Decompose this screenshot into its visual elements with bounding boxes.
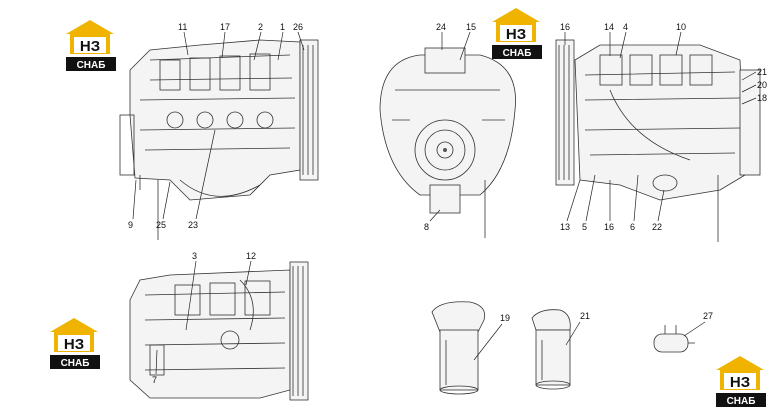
callout-label: 12 bbox=[246, 251, 256, 261]
logo-mark: НЗ bbox=[730, 374, 750, 391]
logo-mark: НЗ bbox=[506, 26, 526, 43]
callout-label: 13 bbox=[560, 222, 570, 232]
callout-label: 11 bbox=[178, 22, 187, 32]
callout-label: 23 bbox=[188, 220, 198, 230]
logo-caption-box bbox=[492, 45, 542, 59]
engine-view-lower bbox=[129, 261, 309, 401]
engine-view-rear bbox=[379, 47, 516, 238]
callout-label: 26 bbox=[293, 22, 303, 32]
logo-mark: НЗ bbox=[80, 38, 100, 55]
callout-label: 10 bbox=[676, 22, 686, 32]
logo-mark: НЗ bbox=[64, 336, 84, 353]
callout-label: 2 bbox=[258, 22, 263, 32]
logo-roof bbox=[716, 356, 764, 370]
callouts-view4: 3 12 7 bbox=[152, 251, 256, 385]
logo-bottom-left: НЗ СНАБ bbox=[50, 318, 100, 369]
logo-roof bbox=[66, 20, 114, 34]
callouts-view3: 16 14 4 10 21 20 18 13 5 16 6 22 bbox=[560, 22, 767, 232]
logo-top-center: НЗ СНАБ bbox=[492, 8, 542, 59]
callout-label: 27 bbox=[703, 311, 713, 321]
logo-bottom-right: НЗ СНАБ bbox=[716, 356, 766, 407]
callout-label: 15 bbox=[466, 22, 476, 32]
logo-window bbox=[74, 37, 106, 53]
logo-caption-box bbox=[66, 57, 116, 71]
logo-roof bbox=[50, 318, 98, 332]
logo-caption-box bbox=[716, 393, 766, 407]
callout-label: 21 bbox=[580, 311, 590, 321]
callout-label: 25 bbox=[156, 220, 166, 230]
logo-caption: СНАБ bbox=[503, 48, 532, 59]
callout-label: 9 bbox=[128, 220, 133, 230]
logo-caption: СНАБ bbox=[77, 60, 106, 71]
part-sensor-27 bbox=[653, 325, 695, 353]
engine-view-left-side bbox=[119, 39, 319, 240]
callout-label: 4 bbox=[623, 22, 628, 32]
engine-view-right-side bbox=[555, 39, 761, 242]
callout-label: 22 bbox=[652, 222, 662, 232]
callout-label: 7 bbox=[152, 375, 157, 385]
logo-caption-box bbox=[50, 355, 100, 369]
callout-label: 21 bbox=[757, 67, 767, 77]
callout-label: 20 bbox=[757, 80, 767, 90]
callouts-view2: 24 15 8 bbox=[424, 22, 476, 232]
logo-window bbox=[58, 335, 90, 351]
callout-label: 1 bbox=[280, 22, 285, 32]
callout-label: 16 bbox=[560, 22, 570, 32]
callout-label: 5 bbox=[582, 222, 587, 232]
callout-label: 3 bbox=[192, 251, 197, 261]
logo-caption: СНАБ bbox=[727, 396, 756, 407]
logo-window bbox=[500, 25, 532, 41]
part-oil-filter-21 bbox=[531, 309, 571, 390]
callout-label: 8 bbox=[424, 222, 429, 232]
callouts-view1: 11 17 2 1 26 9 25 23 bbox=[128, 22, 305, 230]
logo-caption: СНАБ bbox=[61, 358, 90, 369]
callout-label: 19 bbox=[500, 313, 510, 323]
part-fuel-filter-19 bbox=[431, 301, 486, 395]
callout-label: 18 bbox=[757, 93, 767, 103]
callout-label: 24 bbox=[436, 22, 446, 32]
callout-label: 17 bbox=[220, 22, 230, 32]
logo-top-left: НЗ СНАБ bbox=[66, 20, 116, 71]
callout-label: 6 bbox=[630, 222, 635, 232]
callout-label: 16 bbox=[604, 222, 614, 232]
callout-label: 14 bbox=[604, 22, 614, 32]
logo-roof bbox=[492, 8, 540, 22]
logo-window bbox=[724, 373, 756, 389]
